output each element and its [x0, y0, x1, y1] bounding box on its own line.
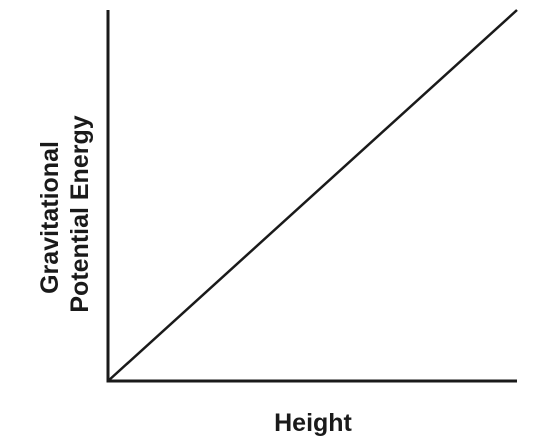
y-axis-label: Gravitational Potential Energy [36, 115, 94, 312]
series-line [107, 9, 518, 382]
x-axis-label: Height [274, 409, 352, 437]
plot-area [106, 9, 518, 383]
y-axis-label-line-1: Gravitational [36, 141, 64, 294]
y-axis-label-line-2: Potential Energy [66, 115, 94, 312]
